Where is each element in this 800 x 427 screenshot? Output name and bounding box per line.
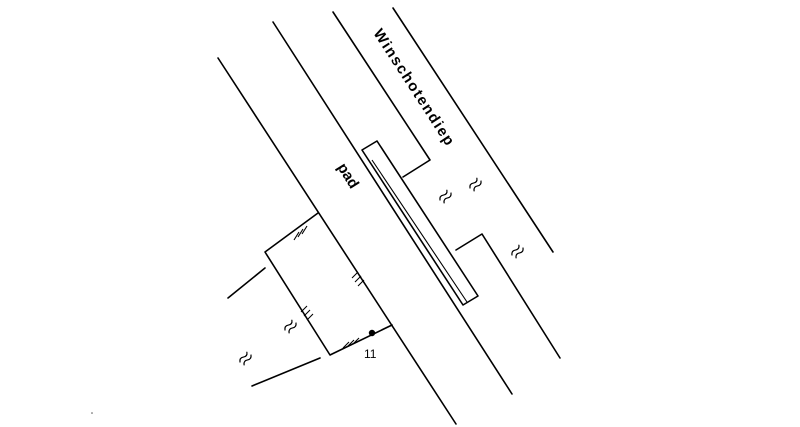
point-number-label: 11	[364, 347, 377, 361]
water-wave-icon	[239, 351, 252, 366]
path-edge-right	[272, 21, 513, 395]
embankment-hatch-left	[300, 305, 314, 321]
water-wave-icon	[284, 319, 297, 334]
embankment-hatch-bottom	[342, 337, 360, 349]
jetty-inner-line	[371, 159, 468, 303]
path-label: pad	[334, 160, 363, 192]
water-wave-icon	[439, 189, 452, 204]
jetty-outline	[361, 140, 479, 306]
plot-boundary-upper	[227, 267, 266, 299]
canal-bank-west-lower	[455, 233, 561, 359]
path-edge-left	[217, 57, 457, 425]
plot-boundary-lower	[251, 357, 321, 387]
canal-bank-west	[332, 11, 431, 178]
plot-outline	[264, 212, 393, 356]
water-wave-icon	[469, 177, 482, 192]
embankment-hatch-middle	[351, 271, 365, 287]
scan-speck	[91, 412, 93, 414]
water-wave-icon	[511, 244, 524, 259]
embankment-hatch-top	[293, 225, 308, 241]
survey-point-marker	[368, 329, 376, 337]
canal-bank-east	[392, 7, 554, 253]
